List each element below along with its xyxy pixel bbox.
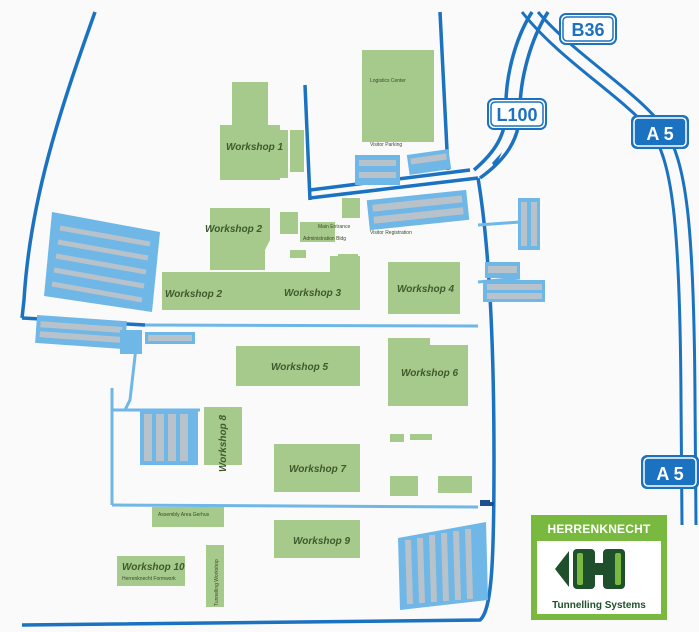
building-small-1 [390,434,404,442]
shield-a5-bottom: A 5 [641,455,699,489]
label-admin: Administration Bldg [303,236,346,242]
road-l100 [472,11,550,180]
label-visitor-registration: Visitor Registration [370,230,412,236]
building-assembly [152,507,224,527]
label-workshop-2: Workshop 2 [165,289,222,300]
building-admin-1 [342,198,360,218]
label-workshop-10: Workshop 10 [122,562,185,573]
logo-h-mark [537,541,661,597]
label-workshop-5: Workshop 5 [271,362,328,373]
building-labels: Workshop 1 Workshop 2 Workshop 2 Worksho… [122,78,458,606]
label-logistics: Logistics Center [370,78,406,84]
building-ws2-ws3 [162,272,360,310]
label-main-entrance: Main Entrance [318,224,350,230]
company-logo: HERRENKNECHT Tunnelling Systems [531,515,667,620]
building-ws1-annex [270,130,288,178]
building-small-4 [438,476,472,493]
truck-icon [480,500,494,506]
label-a5-bottom: A 5 [656,464,683,484]
parking-areas [35,149,545,610]
parking-northeast [355,149,470,231]
building-ws7 [274,444,360,492]
label-workshop-6: Workshop 6 [401,368,458,379]
buildings [117,50,472,607]
label-workshop-3: Workshop 3 [284,288,341,299]
building-logistics [362,50,434,142]
label-workshop-1: Workshop 1 [226,142,283,153]
parking-west [44,212,160,312]
building-ws9 [274,520,360,558]
label-a5-top: A 5 [646,124,673,144]
building-ws1-annex2 [290,130,304,172]
label-workshop-7: Workshop 7 [289,464,346,475]
building-ws6 [388,338,468,406]
building-small-2 [410,434,432,440]
label-visitor-parking: Visitor Parking [370,142,402,148]
parking-south [398,522,488,610]
logo-tagline: Tunnelling Systems [537,597,661,614]
label-ws10-sub: Herrenknecht Formwork [122,576,176,582]
parking-southwest [35,314,198,465]
label-workshop-9: Workshop 9 [293,536,350,547]
building-ws8 [204,407,242,465]
label-l100: L100 [496,105,537,125]
building-ws2-upper [210,208,270,270]
label-b36: B36 [571,20,604,40]
shield-b36: B36 [559,13,617,45]
shield-l100: L100 [487,98,547,130]
shield-a5-top: A 5 [631,115,689,149]
logo-brand: HERRENKNECHT [534,518,664,538]
label-workshop-2-upper: Workshop 2 [205,224,262,235]
building-ws4 [388,262,460,314]
building-small-3 [390,476,418,496]
building-small-5 [280,212,298,234]
label-workshop-4: Workshop 4 [397,284,454,295]
building-small-6 [290,250,306,258]
label-workshop-8: Workshop 8 [218,415,229,472]
building-admin [300,222,335,242]
label-assembly: Assembly Area Gerhus [158,512,210,518]
building-tunnelling-ws [206,545,224,607]
parking-east [483,198,545,302]
building-ws1-tower [232,82,268,127]
label-tunnelling-workshop: Tunnelling Workshop [214,559,220,606]
building-small-7 [338,254,358,262]
building-ws5 [236,346,360,386]
perimeter-roads [20,11,496,627]
building-ws10 [117,556,185,586]
motorway-a5 [520,11,698,526]
